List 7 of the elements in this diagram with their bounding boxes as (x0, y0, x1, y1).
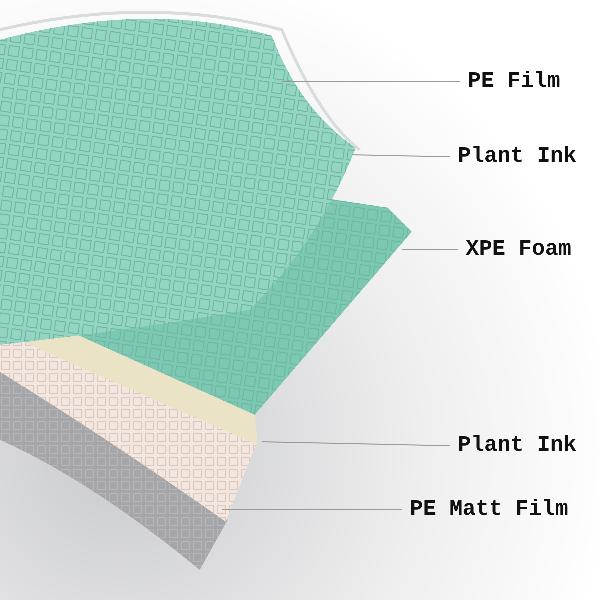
layer-label: PE Film (468, 68, 560, 96)
layer-label: PE Matt Film (410, 496, 568, 524)
layer-label: Plant Ink (458, 432, 577, 460)
layer-label: XPE Foam (466, 236, 572, 264)
layer-label: Plant Ink (458, 143, 577, 171)
leader-line (352, 154, 450, 158)
leader-line (262, 442, 450, 446)
